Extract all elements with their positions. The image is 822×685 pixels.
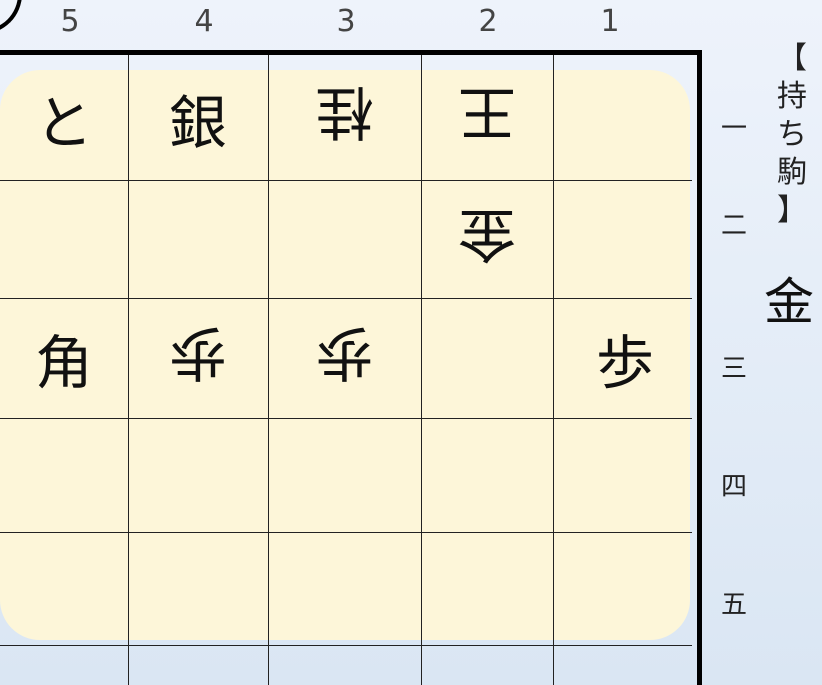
column-label-5: 5	[60, 4, 80, 39]
row-label-1: 一	[720, 114, 747, 144]
pieces-in-hand-title: 【持ち駒】	[770, 40, 814, 230]
grid-line-v4	[553, 52, 554, 685]
column-label-2: 2	[478, 4, 498, 39]
hand-title-char: 【	[777, 41, 807, 76]
grid-line-v2	[268, 52, 269, 685]
row-label-2: 二	[720, 211, 747, 241]
column-label-4: 4	[194, 4, 214, 39]
grid-line-h1	[0, 180, 692, 181]
row-label-4: 四	[720, 472, 747, 502]
row-label-3: 三	[720, 354, 747, 384]
grid-line-v1	[128, 52, 129, 685]
column-label-1: 1	[600, 4, 620, 39]
piece-4-3[interactable]: 歩	[169, 319, 228, 387]
hand-piece[interactable]: 金	[764, 273, 814, 331]
grid-line-h3	[0, 418, 692, 419]
board-corner-arc	[0, 0, 22, 34]
hand-title-char: 駒	[777, 155, 807, 190]
grid-line-v3	[421, 52, 422, 685]
hand-title-char: 】	[777, 193, 807, 228]
piece-3-1[interactable]: 桂	[315, 78, 374, 147]
piece-2-1[interactable]: 王	[458, 78, 517, 147]
board-backdrop	[0, 70, 690, 640]
piece-4-1[interactable]: 銀	[168, 88, 227, 157]
piece-3-3[interactable]: 歩	[315, 319, 374, 387]
piece-5-1[interactable]: と	[34, 88, 93, 157]
hand-title-char: 持	[777, 79, 807, 114]
row-label-5: 五	[720, 590, 747, 620]
piece-2-2[interactable]: 金	[458, 200, 517, 268]
piece-1-3[interactable]: 歩	[595, 329, 654, 397]
board-edge-top	[0, 50, 702, 55]
grid-line-h2	[0, 298, 692, 299]
piece-5-3[interactable]: 角	[34, 329, 93, 397]
grid-line-h5	[0, 645, 692, 646]
grid-line-h4	[0, 532, 692, 533]
hand-title-char: ち	[777, 117, 807, 152]
column-label-3: 3	[336, 4, 356, 39]
board-edge-right	[697, 50, 702, 685]
